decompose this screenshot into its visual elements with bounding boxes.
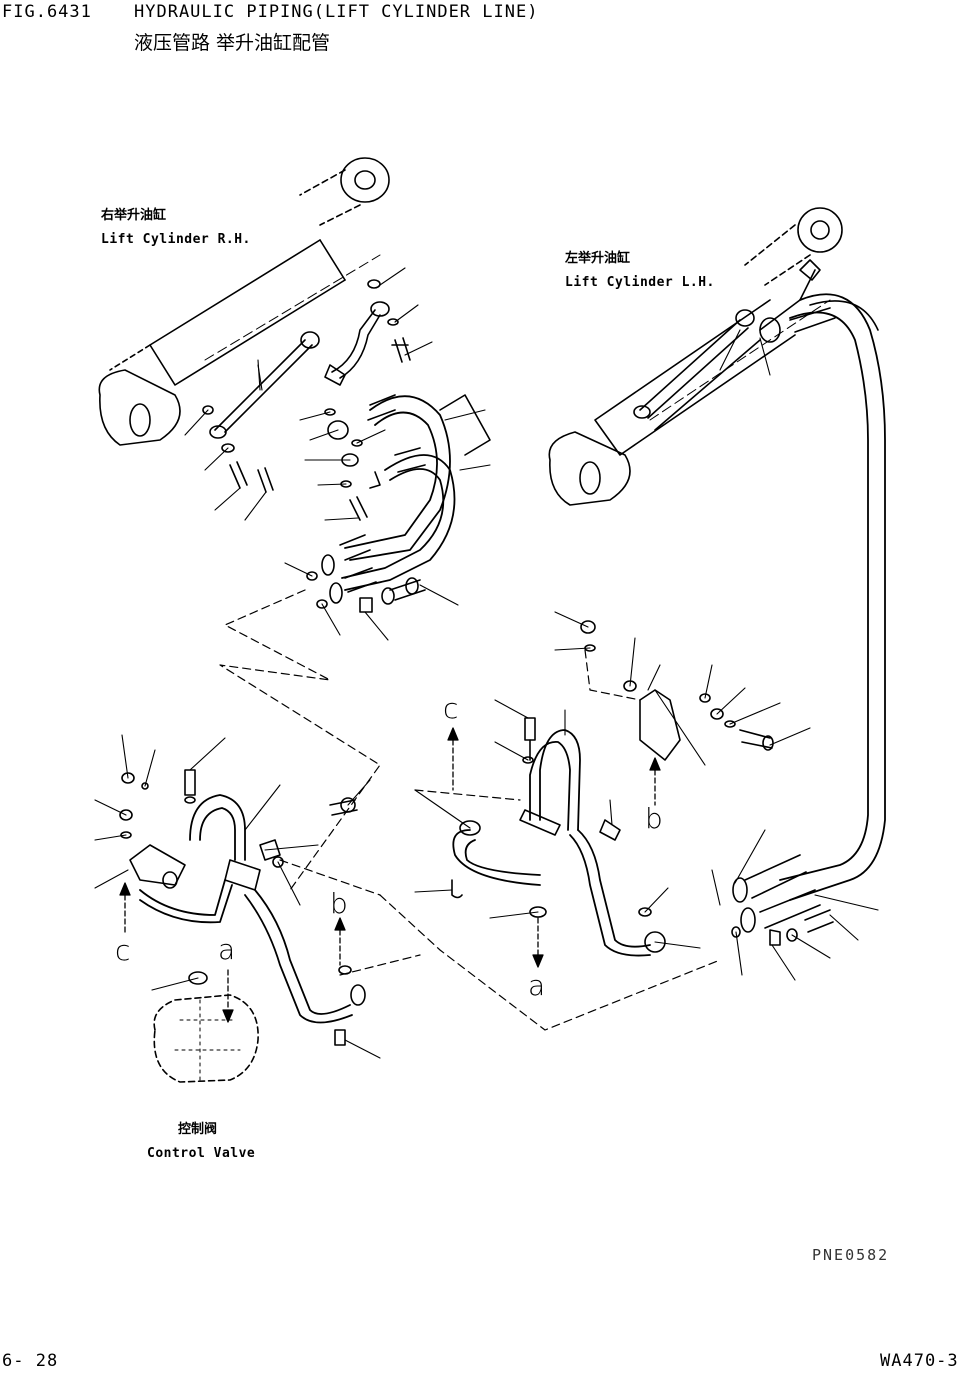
middle-tube-assembly [452, 718, 665, 956]
ref-letter-a-left: a [218, 933, 236, 966]
lh-bracket [581, 621, 773, 760]
ref-letter-c-left: c [115, 934, 131, 967]
reference-arrows [120, 728, 660, 1022]
ref-letter-b-right: b [645, 802, 663, 835]
page-number: 6- 28 [2, 1351, 59, 1371]
lh-long-hose [732, 294, 885, 945]
model-number: WA470-3 [880, 1351, 959, 1371]
control-valve-assembly [120, 770, 365, 1082]
ref-letter-a-mid: a [528, 969, 546, 1002]
rh-cylinder-label-chinese: 右举升油缸 [101, 208, 167, 223]
figure-title: HYDRAULIC PIPING(LIFT CYLINDER LINE) [134, 2, 539, 22]
routing-dashed-lines [220, 590, 720, 1030]
figure-title-chinese: 液压管路 举升油缸配管 [134, 32, 331, 54]
ref-letter-c-top: c [443, 692, 459, 725]
lift-cylinder-rh [99, 158, 389, 445]
lh-cylinder-label: Lift Cylinder L.H. [565, 275, 715, 290]
lift-cylinder-lh [549, 208, 842, 505]
rh-cylinder-label: Lift Cylinder R.H. [101, 232, 251, 247]
control-valve-label: Control Valve [147, 1146, 256, 1161]
figure-number: FIG.6431 [2, 2, 92, 22]
control-valve-label-chinese: 控制阀 [178, 1122, 218, 1137]
ref-letter-b-mid: b [330, 887, 348, 920]
rh-fittings [203, 280, 490, 612]
lh-cylinder-label-chinese: 左举升油缸 [565, 251, 631, 266]
leader-lines [95, 268, 878, 1058]
drawing-code: PNE0582 [812, 1246, 890, 1264]
